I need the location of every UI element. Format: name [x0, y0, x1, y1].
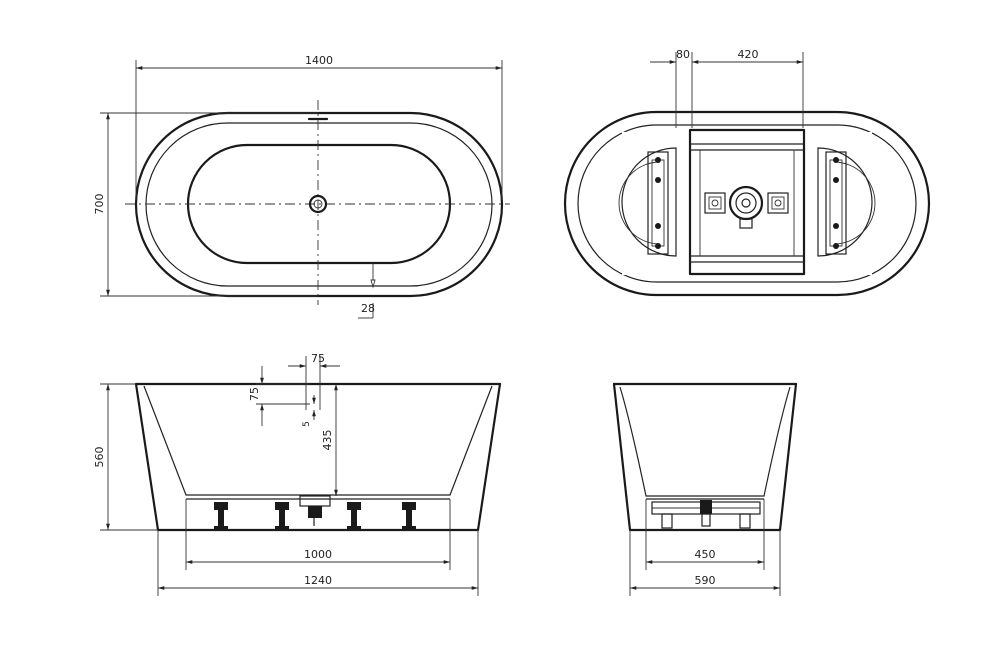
foot-icon-right — [767, 192, 789, 214]
front-elevation: 75 75 5 435 560 1000 1240 — [93, 352, 502, 596]
front-waste-icon — [299, 495, 331, 526]
drain-icon — [308, 194, 328, 214]
dim-label-1240: 1240 — [304, 574, 332, 587]
dim-label-75h: 75 — [311, 352, 325, 365]
dim-label-700: 700 — [93, 194, 106, 215]
trap-inner-icon — [735, 192, 757, 214]
dim-label-435: 435 — [321, 430, 334, 451]
dim-label-590: 590 — [695, 574, 716, 587]
right-rail — [825, 151, 847, 255]
dim-arrow-28 — [370, 279, 376, 289]
bottom-view: 80 420 — [563, 48, 931, 297]
center-frame — [688, 128, 806, 276]
dim-label-75v: 75 — [248, 387, 261, 401]
dim-label-420: 420 — [738, 48, 759, 61]
dim-label-1000: 1000 — [304, 548, 332, 561]
dim-label-80: 80 — [676, 48, 690, 61]
dim-label-5: 5 — [302, 421, 312, 427]
left-support-arc — [618, 161, 661, 245]
end-inner-basin — [619, 386, 791, 497]
front-inner-basin — [143, 385, 493, 496]
right-support-plate — [817, 147, 873, 257]
dim-label-560: 560 — [93, 447, 106, 468]
top-view: 1400 700 28 — [93, 54, 510, 319]
base-inner-outline — [577, 124, 917, 283]
left-rail — [647, 151, 669, 255]
drain-inner-icon — [313, 199, 323, 209]
dim-label-28: 28 — [361, 302, 375, 315]
end-elevation: 450 590 — [612, 382, 798, 596]
dim-label-1400: 1400 — [305, 54, 333, 67]
top-rim-outer — [134, 111, 504, 298]
end-frame-icon — [651, 500, 761, 529]
left-support-plate — [621, 147, 677, 257]
end-outer-shell — [612, 382, 798, 532]
right-support-arc — [833, 161, 876, 245]
trap-outlet-icon — [739, 218, 753, 229]
foot-icon-left — [704, 192, 726, 214]
base-outline — [563, 110, 931, 297]
rail-bolt-icons — [655, 157, 839, 249]
top-rim-inner — [145, 122, 493, 287]
front-feet-icons — [214, 502, 416, 530]
dim-label-450: 450 — [695, 548, 716, 561]
trap-core-icon — [741, 198, 751, 208]
front-outer-shell — [134, 382, 502, 532]
